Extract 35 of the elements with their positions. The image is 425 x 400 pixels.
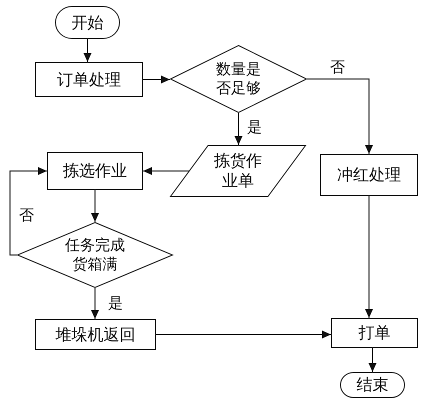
arrow	[91, 288, 99, 320]
decision-diamond	[17, 222, 173, 288]
node-label: 堆垛机返回	[56, 324, 136, 344]
edge-label: 否	[330, 60, 345, 75]
process-box	[331, 318, 418, 348]
process-box	[35, 62, 143, 97]
arrow	[306, 78, 373, 154]
process-box	[35, 319, 156, 350]
edge-label: 否	[19, 208, 34, 223]
node-label: 开始	[72, 12, 104, 32]
arrow	[84, 38, 92, 62]
node-label: 订单处理	[57, 70, 121, 90]
edge-label: 是	[247, 120, 262, 135]
terminal-shape	[55, 6, 120, 39]
document-parallelogram	[170, 145, 306, 197]
node-label: 拣货作业单	[213, 151, 263, 191]
terminal-shape	[340, 372, 405, 398]
node-label: 任务完成货箱满	[64, 236, 126, 274]
arrow	[368, 348, 376, 372]
arrow	[156, 330, 332, 338]
arrow	[142, 167, 190, 175]
node-label: 冲红处理	[337, 165, 401, 185]
process-box	[320, 154, 418, 196]
arrow	[91, 190, 99, 222]
process-box	[47, 152, 143, 190]
arrow	[142, 76, 170, 84]
node-label: 结束	[356, 375, 388, 395]
node-label: 数量是否足够	[215, 60, 262, 98]
arrow	[10, 167, 48, 256]
node-label: 拣选作业	[63, 161, 127, 181]
node-label: 打单	[358, 323, 390, 343]
decision-diamond	[170, 45, 307, 113]
arrow	[365, 196, 373, 318]
edge-label: 是	[108, 296, 123, 311]
arrow	[234, 112, 242, 146]
